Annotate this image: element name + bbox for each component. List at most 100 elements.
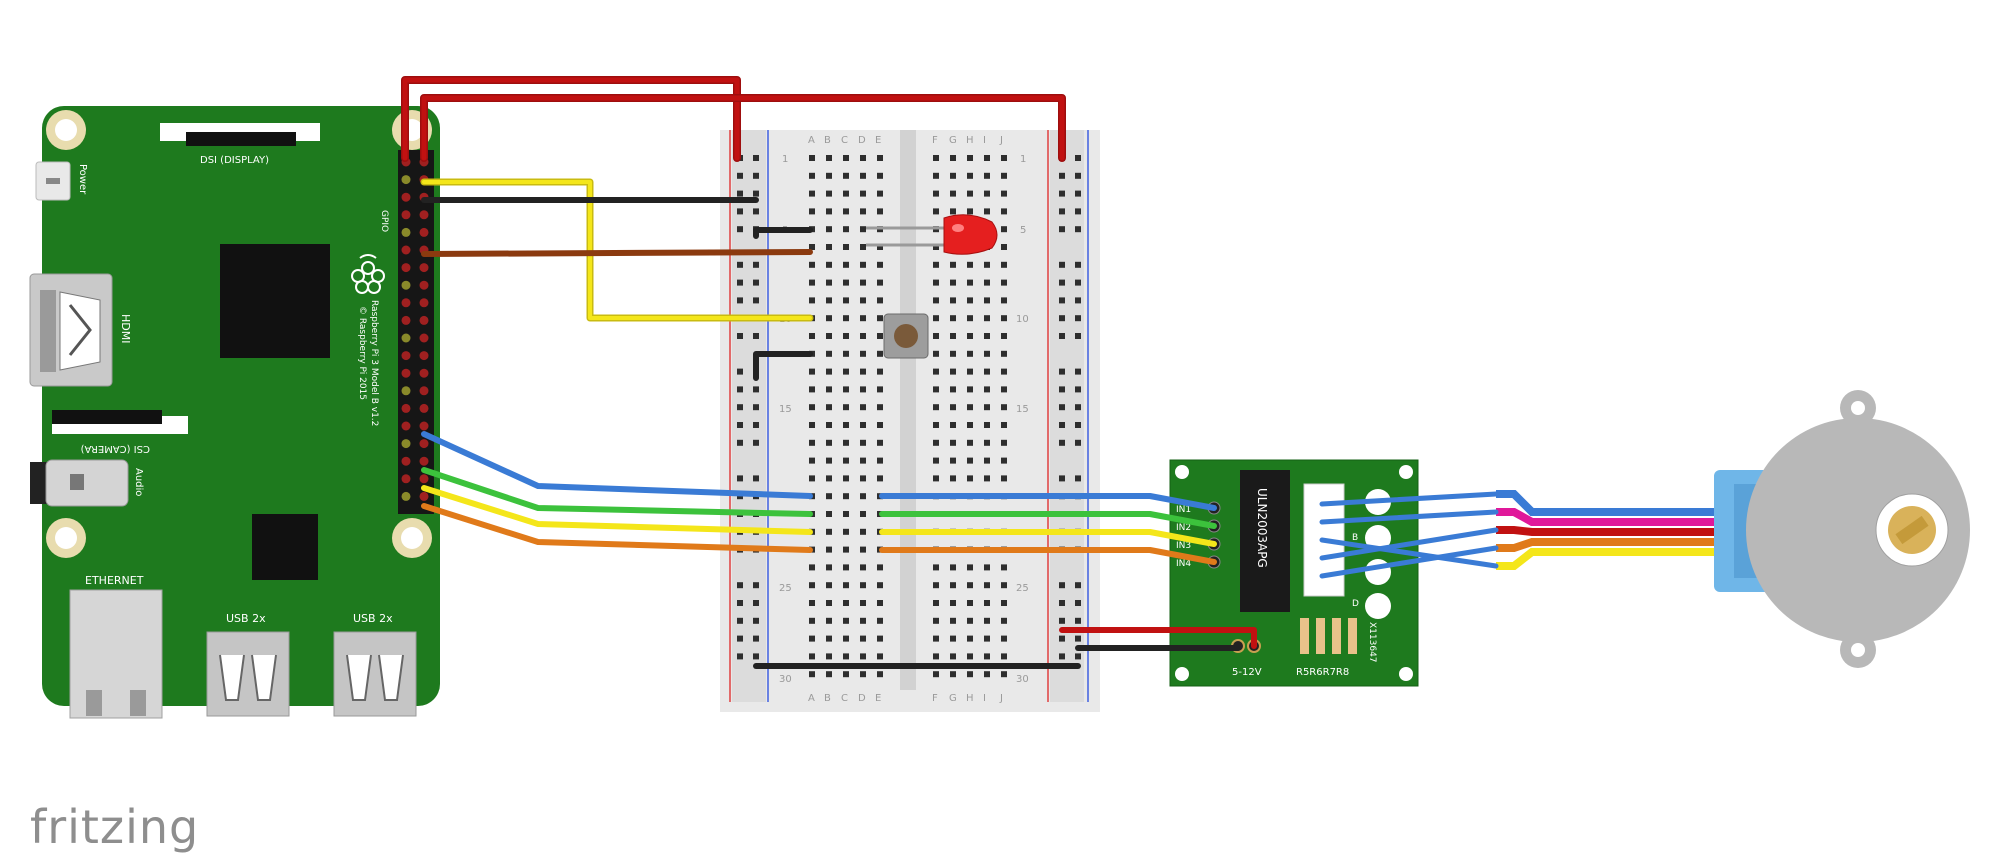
breadboard-hole bbox=[950, 208, 956, 215]
wire-green-driver bbox=[879, 511, 1217, 529]
breadboard-hole bbox=[950, 671, 956, 678]
breadboard-hole bbox=[950, 635, 956, 642]
breadboard-hole bbox=[967, 617, 973, 624]
rail-hole bbox=[1075, 297, 1081, 304]
breadboard-hole bbox=[1001, 190, 1007, 197]
rail-hole bbox=[1075, 368, 1081, 375]
gpio-pin bbox=[419, 263, 429, 273]
breadboard-hole bbox=[877, 422, 883, 428]
breadboard-hole bbox=[933, 617, 939, 624]
gpio-pin bbox=[401, 315, 411, 325]
rail-hole bbox=[737, 208, 743, 215]
rail-hole bbox=[1075, 617, 1081, 624]
rail-hole bbox=[737, 297, 743, 304]
csi-label: CSI (CAMERA) bbox=[80, 443, 150, 454]
breadboard-hole bbox=[933, 457, 939, 464]
breadboard-hole bbox=[877, 244, 883, 250]
breadboard-hole bbox=[984, 155, 990, 161]
rail-hole bbox=[753, 333, 759, 339]
power-connector bbox=[35, 161, 71, 201]
breadboard-hole bbox=[826, 635, 832, 642]
rail-hole bbox=[1075, 261, 1081, 268]
resistors bbox=[1300, 618, 1357, 654]
breadboard-hole bbox=[933, 404, 939, 411]
breadboard-hole bbox=[843, 528, 849, 535]
col-letter-d: D bbox=[858, 135, 866, 146]
breadboard-hole bbox=[809, 386, 815, 393]
breadboard: A B C D E F G H I J A B C D E F G H I J … bbox=[720, 130, 1100, 712]
breadboard-hole bbox=[860, 475, 866, 482]
breadboard-hole bbox=[950, 386, 956, 393]
rail-hole bbox=[1059, 653, 1065, 660]
rail-hole bbox=[1075, 333, 1081, 339]
rail-hole bbox=[1059, 617, 1065, 624]
input-label-in1: IN1 bbox=[1176, 505, 1191, 515]
breadboard-hole bbox=[950, 439, 956, 446]
breadboard-hole bbox=[933, 261, 939, 268]
breadboard-hole bbox=[809, 439, 815, 446]
breadboard-hole bbox=[967, 172, 973, 179]
breadboard-hole bbox=[809, 404, 815, 411]
breadboard-hole bbox=[843, 350, 849, 357]
gpio-pin bbox=[419, 315, 429, 325]
rail-hole bbox=[1075, 653, 1081, 660]
rail-hole bbox=[1059, 261, 1065, 268]
gpio-pin bbox=[401, 227, 411, 237]
breadboard-hole bbox=[984, 297, 990, 304]
breadboard-hole bbox=[826, 600, 832, 606]
breadboard-hole bbox=[843, 422, 849, 428]
breadboard-hole bbox=[1001, 172, 1007, 179]
breadboard-hole bbox=[984, 439, 990, 446]
breadboard-hole bbox=[933, 333, 939, 339]
breadboard-hole bbox=[843, 279, 849, 286]
breadboard-hole bbox=[826, 333, 832, 339]
breadboard-hole bbox=[1001, 653, 1007, 660]
breadboard-hole bbox=[843, 190, 849, 197]
col-letter-b: B bbox=[824, 135, 831, 146]
breadboard-hole bbox=[950, 457, 956, 464]
breadboard-hole bbox=[843, 511, 849, 517]
gpio-pin bbox=[401, 280, 411, 290]
breadboard-hole bbox=[860, 155, 866, 161]
breadboard-hole bbox=[984, 208, 990, 215]
rail-hole bbox=[753, 422, 759, 428]
breadboard-hole bbox=[1001, 422, 1007, 428]
rail-hole bbox=[753, 653, 759, 660]
breadboard-hole bbox=[877, 350, 883, 357]
breadboard-hole bbox=[967, 457, 973, 464]
rail-hole bbox=[753, 582, 759, 589]
wire-green-signal bbox=[421, 467, 813, 517]
chip-label: ULN2003APG bbox=[1255, 488, 1269, 568]
breadboard-hole bbox=[826, 350, 832, 357]
breadboard-hole bbox=[1001, 457, 1007, 464]
breadboard-hole bbox=[860, 404, 866, 411]
breadboard-hole bbox=[1001, 208, 1007, 215]
rail-hole bbox=[1059, 333, 1065, 339]
breadboard-hole bbox=[1001, 261, 1007, 268]
breadboard-hole bbox=[967, 297, 973, 304]
breadboard-hole bbox=[843, 172, 849, 179]
col-letter-d-bottom: D bbox=[858, 693, 866, 704]
breadboard-hole bbox=[1001, 315, 1007, 322]
breadboard-hole bbox=[967, 190, 973, 197]
led-label-b: B bbox=[1352, 533, 1358, 543]
rail-hole bbox=[1059, 475, 1065, 482]
raspberry-pi-board: DSI (DISPLAY) Power HDMI Raspberry Pi 3 … bbox=[29, 106, 440, 719]
breadboard-hole bbox=[860, 350, 866, 357]
audio-label: Audio bbox=[133, 468, 144, 496]
rail-hole bbox=[1075, 226, 1081, 233]
breadboard-hole bbox=[984, 671, 990, 678]
gpio-pin bbox=[401, 386, 411, 396]
breadboard-hole bbox=[984, 653, 990, 660]
rail-hole bbox=[753, 155, 759, 161]
breadboard-hole bbox=[950, 350, 956, 357]
gpio-pin bbox=[401, 474, 411, 484]
breadboard-hole bbox=[1001, 244, 1007, 250]
breadboard-hole bbox=[826, 564, 832, 571]
breadboard-hole bbox=[860, 297, 866, 304]
breadboard-hole bbox=[950, 368, 956, 375]
rail-hole bbox=[737, 279, 743, 286]
breadboard-hole bbox=[877, 635, 883, 642]
breadboard-hole bbox=[826, 386, 832, 393]
rail-hole bbox=[1075, 190, 1081, 197]
